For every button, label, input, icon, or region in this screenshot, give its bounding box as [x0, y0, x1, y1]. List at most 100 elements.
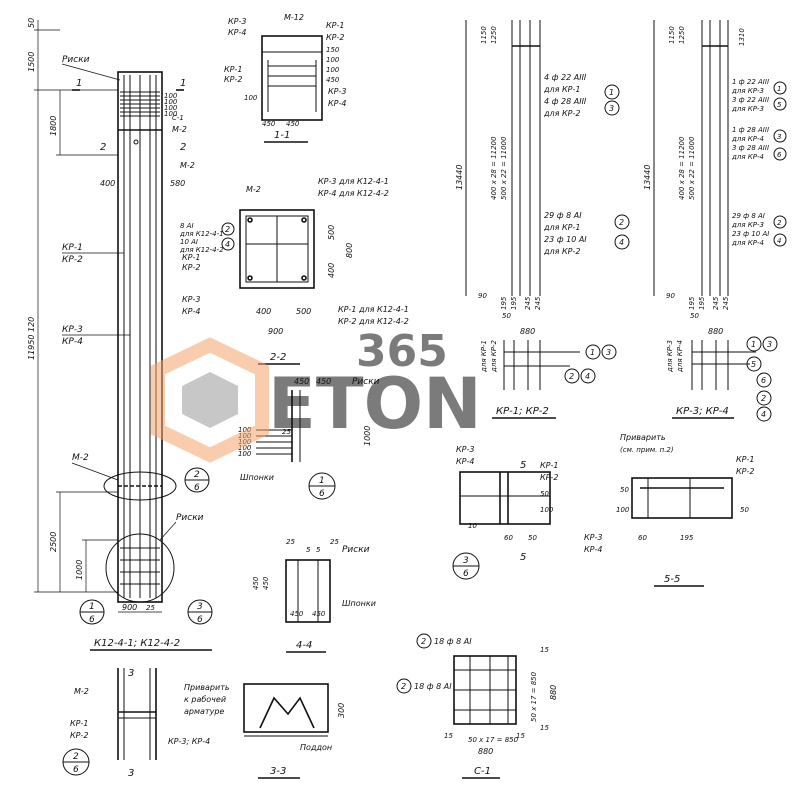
svg-text:для КР-3: для КР-3 [731, 221, 764, 229]
svg-text:КР-1: КР-1 [182, 253, 200, 262]
svg-text:3: 3 [128, 668, 134, 679]
section-5-5: Приварить (см. прим. п.2) КР-1 КР-2 КР-3… [584, 433, 754, 587]
svg-text:для КР-2: для КР-2 [543, 247, 580, 256]
svg-text:195: 195 [500, 296, 508, 310]
svg-text:245: 245 [722, 296, 730, 310]
svg-text:4: 4 [777, 237, 781, 245]
svg-text:100: 100 [238, 444, 252, 452]
svg-text:50: 50 [620, 486, 629, 494]
svg-text:КР-1: КР-1 [326, 21, 344, 30]
svg-text:КР-4 для К12-4-2: КР-4 для К12-4-2 [318, 189, 389, 198]
svg-text:4: 4 [761, 410, 766, 419]
svg-text:КР-2: КР-2 [736, 467, 754, 476]
svg-text:Приварить: Приварить [620, 433, 666, 442]
svg-text:КР-3: КР-3 [584, 533, 602, 542]
svg-text:КР-3: КР-3 [182, 295, 200, 304]
section-4-4: 25 5 5 25 Риски Шпонки 450 450 450 450 4… [252, 538, 376, 653]
svg-text:400 x 28 = 11200: 400 x 28 = 11200 [490, 136, 498, 200]
svg-text:15: 15 [516, 732, 525, 740]
svg-text:450: 450 [312, 610, 326, 618]
svg-text:3: 3 [609, 104, 614, 113]
svg-text:800: 800 [345, 243, 354, 258]
svg-text:100: 100 [238, 426, 252, 434]
svg-text:195: 195 [698, 296, 706, 310]
svg-text:25: 25 [282, 428, 291, 436]
svg-text:25: 25 [330, 538, 339, 546]
svg-text:КР-2: КР-2 [326, 33, 344, 42]
callout-detail26: 2 6 [62, 748, 90, 776]
label-m2-side: М-2 [180, 161, 195, 170]
svg-text:2: 2 [194, 470, 200, 480]
svg-text:1: 1 [89, 602, 95, 612]
svg-text:1: 1 [751, 340, 756, 349]
svg-text:2: 2 [421, 637, 426, 646]
svg-text:2: 2 [225, 225, 230, 234]
kp34-title: КР-3; КР-4 [676, 406, 729, 417]
svg-text:Риски: Риски [352, 377, 380, 387]
svg-text:1 ф 22 АIII: 1 ф 22 АIII [732, 78, 769, 86]
dim-1500: 1500 [27, 52, 36, 72]
svg-text:450: 450 [252, 576, 260, 590]
svg-text:100: 100 [540, 506, 554, 514]
svg-text:6: 6 [463, 569, 469, 579]
detail-1-6: 450 450 Риски 1000 25 100 100 100 100 10… [238, 377, 380, 500]
dim-50: 50 [27, 18, 36, 28]
svg-text:100: 100 [326, 56, 340, 64]
svg-text:КР-1: КР-1 [224, 65, 242, 74]
svg-text:23 ф 10 АI: 23 ф 10 АI [732, 230, 769, 238]
section-mark-2: 2 [100, 142, 106, 153]
dim-400: 400 [100, 179, 115, 188]
svg-text:450: 450 [262, 576, 270, 590]
svg-text:400: 400 [256, 307, 271, 316]
svg-text:150: 150 [326, 46, 340, 54]
svg-text:13440: 13440 [455, 165, 464, 190]
svg-text:1: 1 [590, 348, 595, 357]
svg-text:450: 450 [326, 76, 340, 84]
svg-text:5: 5 [520, 552, 526, 563]
svg-text:для КР-4: для КР-4 [676, 340, 684, 373]
watermark-number: 365 [356, 326, 448, 377]
label-kp4: КР-4 [62, 337, 83, 347]
svg-text:КР-4: КР-4 [182, 307, 200, 316]
svg-text:КР-2 для К12-4-2: КР-2 для К12-4-2 [338, 317, 409, 326]
svg-text:4: 4 [585, 372, 590, 381]
detail-3-6: КР-3 КР-4 КР-1 КР-2 5 5 50 100 10 60 50 … [452, 445, 558, 580]
svg-text:1310: 1310 [738, 28, 746, 46]
svg-text:КР-1: КР-1 [70, 719, 88, 728]
svg-text:3: 3 [128, 768, 134, 779]
svg-text:195: 195 [510, 296, 518, 310]
svg-text:к рабочей: к рабочей [184, 695, 226, 704]
svg-text:для КР-4: для КР-4 [731, 135, 764, 143]
svg-text:1: 1 [319, 476, 325, 486]
svg-text:450: 450 [262, 120, 276, 128]
svg-text:для КР-2: для КР-2 [490, 340, 498, 373]
svg-text:1250: 1250 [678, 26, 686, 44]
svg-text:880: 880 [708, 327, 723, 336]
svg-text:6: 6 [777, 151, 782, 159]
svg-text:для КР-2: для КР-2 [543, 109, 580, 118]
svg-text:25: 25 [286, 538, 295, 546]
svg-text:4: 4 [619, 238, 624, 247]
svg-text:5: 5 [751, 360, 756, 369]
svg-text:1: 1 [609, 88, 614, 97]
svg-text:10 АI: 10 АI [180, 238, 198, 246]
column-title: К12-4-1; К12-4-2 [94, 638, 180, 649]
svg-text:500: 500 [327, 225, 336, 240]
svg-text:6: 6 [73, 765, 79, 775]
svg-text:5: 5 [777, 101, 782, 109]
section-mark-1: 1 [76, 78, 82, 89]
svg-text:90: 90 [478, 292, 487, 300]
watermark-brand: ETON [268, 363, 482, 445]
section-mark-1b: 1 [180, 78, 186, 89]
svg-text:8 АI: 8 АI [180, 222, 194, 230]
section-1-1: КР-3 КР-4 М-12 КР-1 КР-2 КР-1 КР-2 КР-3 … [224, 13, 346, 143]
svg-text:для К12-4-2: для К12-4-2 [179, 246, 224, 254]
svg-text:50 x 17 = 850: 50 x 17 = 850 [530, 671, 538, 722]
svg-text:5: 5 [306, 546, 311, 554]
callout-ellipse-bottom [105, 533, 175, 603]
label-m2-top: М-2 [172, 125, 187, 134]
svg-text:1 ф 28 АIII: 1 ф 28 АIII [732, 126, 769, 134]
svg-text:КР-2: КР-2 [540, 473, 558, 482]
svg-text:880: 880 [549, 685, 558, 700]
bottom-stirrups [120, 547, 160, 585]
